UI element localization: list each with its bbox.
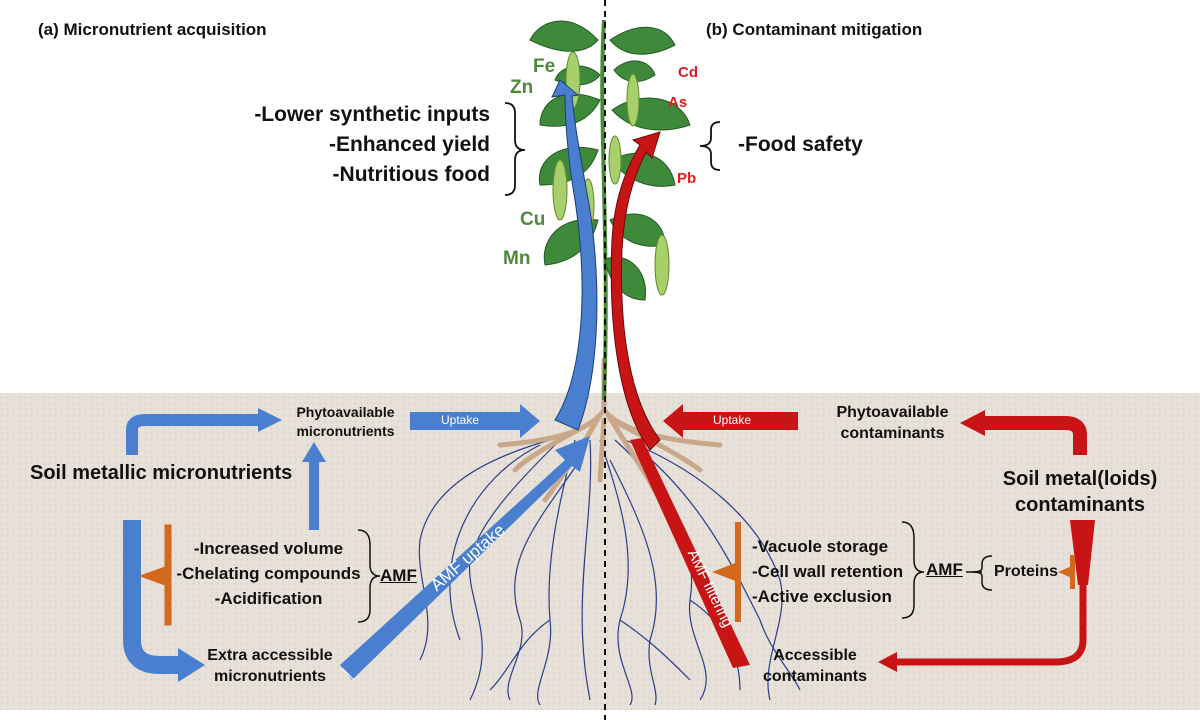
element-pb: Pb — [677, 170, 697, 187]
right-benefit-bracket — [699, 121, 721, 171]
soil-contaminants-label: Soil metal(loids) contaminants — [1002, 468, 1158, 516]
accessible-contaminants-label: Accessible contaminants — [762, 647, 867, 685]
right-amf-label: AMF — [926, 560, 963, 579]
right-amf-bracket — [901, 521, 925, 619]
element-cd: Cd — [678, 64, 698, 81]
blue-up-bar — [309, 462, 319, 530]
blue-loop-top-head — [258, 408, 282, 432]
benefit-item: -Nutritious food — [332, 163, 490, 186]
amf-uptake-arrow-tail — [341, 667, 355, 681]
mechanism-item: -Cell wall retention — [752, 562, 904, 581]
right-mechanisms: -Vacuole storage -Cell wall retention -A… — [752, 534, 903, 609]
left-panel-title: (a) Micronutrient acquisition — [38, 20, 267, 39]
protein-inhibitor — [1058, 555, 1075, 589]
element-mn: Mn — [503, 248, 531, 269]
element-zn: Zn — [510, 77, 534, 98]
left-mechanisms: -Increased volume -Chelating compounds -… — [176, 536, 361, 611]
micronutrient-uptake-arrow — [551, 79, 598, 431]
contaminant-uptake-arrow — [610, 131, 661, 451]
mechanism-item: -Acidification — [214, 589, 323, 608]
amf-filtering-arrow — [630, 438, 750, 668]
element-as: As — [668, 94, 688, 111]
right-benefit: -Food safety — [738, 133, 863, 156]
phytoavailable-micronutrients-label: Phytoavailable micronutrients — [296, 404, 395, 439]
phytoavailable-contaminants-label: Phytoavailable contaminants — [836, 404, 949, 442]
element-cu: Cu — [520, 209, 546, 230]
red-uptake-bar — [683, 412, 798, 430]
left-uptake-label: Uptake — [441, 413, 480, 427]
left-benefit-bracket — [504, 102, 526, 196]
root-system — [379, 439, 801, 706]
red-loop-top — [985, 416, 1087, 455]
benefit-item: -Enhanced yield — [328, 133, 490, 156]
mechanism-item: -Vacuole storage — [752, 537, 889, 556]
red-loop-bottom — [895, 585, 1087, 666]
right-inhibitor — [712, 522, 741, 622]
blue-loop-top — [126, 414, 258, 455]
blue-uptake-bar — [410, 412, 520, 430]
benefit-item: -Lower synthetic inputs — [254, 103, 490, 126]
left-benefits: -Lower synthetic inputs -Enhanced yield … — [254, 100, 490, 190]
red-loop-top-head — [960, 410, 985, 436]
right-uptake-label: Uptake — [713, 413, 752, 427]
blue-loop-bottom-head — [178, 648, 205, 682]
blue-uptake-head — [520, 404, 540, 438]
left-inhibitor — [138, 524, 172, 626]
mechanism-item: -Increased volume — [193, 539, 344, 558]
left-amf-label: AMF — [380, 566, 417, 585]
red-uptake-head — [663, 404, 683, 438]
right-panel-title: (b) Contaminant mitigation — [706, 20, 923, 39]
mechanism-item: -Active exclusion — [752, 587, 892, 606]
element-fe: Fe — [533, 56, 556, 77]
red-funnel — [1070, 520, 1095, 585]
mechanism-item: -Chelating compounds — [176, 564, 361, 583]
blue-loop-bottom — [123, 520, 180, 674]
extra-accessible-label: Extra accessible micronutrients — [207, 647, 333, 685]
red-loop-bottom-head — [878, 652, 897, 672]
amf-uptake-arrow — [340, 436, 590, 680]
proteins-label: Proteins — [994, 563, 1059, 580]
soil-micronutrients-label: Soil metallic micronutrients — [30, 462, 293, 484]
blue-up-head — [302, 442, 326, 462]
left-amf-bracket — [357, 529, 381, 623]
